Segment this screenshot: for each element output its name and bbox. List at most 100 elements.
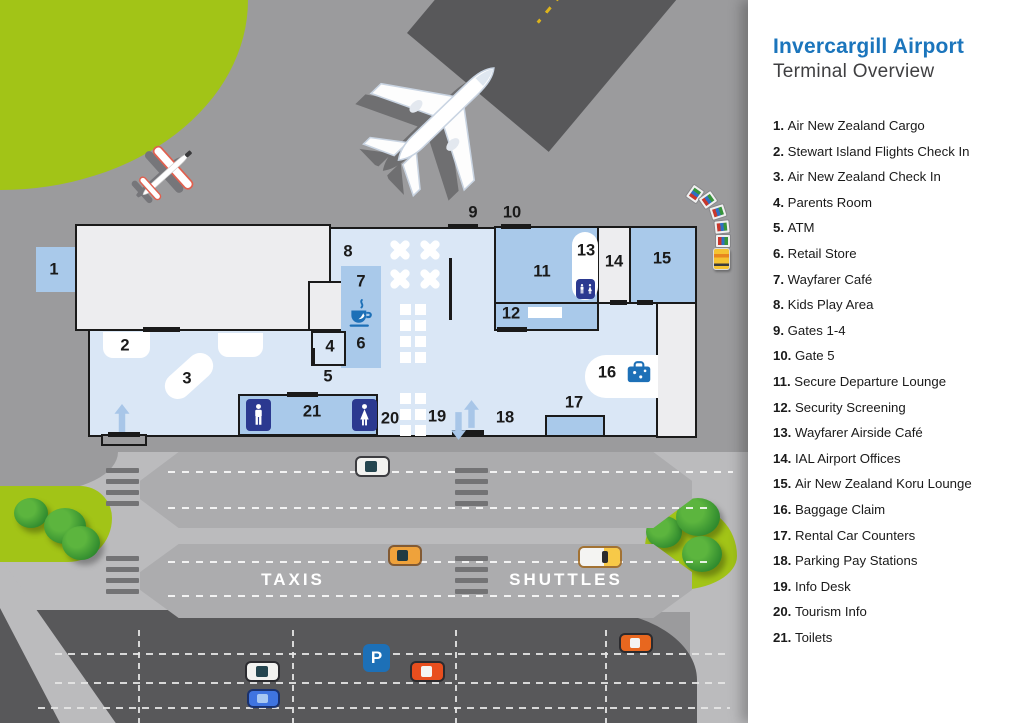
crosswalk-bar xyxy=(106,578,139,583)
legend-item-label: Wayfarer Airside Café xyxy=(795,425,923,441)
legend-item: 1. Air New Zealand Cargo xyxy=(773,113,1006,139)
seat xyxy=(400,425,411,436)
taxi-icon xyxy=(390,547,420,564)
airside-toilets-icon xyxy=(576,279,595,299)
baggage-tug-icon xyxy=(713,248,730,270)
legend-item-number: 16. xyxy=(773,501,795,517)
parking-divider xyxy=(605,630,607,723)
legend-item-label: Tourism Info xyxy=(795,604,867,620)
legend-item-number: 21. xyxy=(773,629,795,645)
legend-item-number: 14. xyxy=(773,450,795,466)
map-marker-3: 3 xyxy=(182,369,192,388)
legend-item: 13. Wayfarer Airside Café xyxy=(773,420,1006,446)
cargo-building-1 xyxy=(36,247,75,292)
parked-car-icon xyxy=(621,635,651,651)
legend-item-label: Wayfarer Café xyxy=(787,271,873,287)
door-mark xyxy=(610,300,627,305)
legend-item-label: Retail Store xyxy=(787,245,857,261)
rental-car-counter-17 xyxy=(545,415,605,437)
seat xyxy=(400,304,411,315)
legend-item: 17. Rental Car Counters xyxy=(773,523,1006,549)
checkin-desk xyxy=(218,333,263,357)
koru-lounge-15 xyxy=(629,226,697,304)
lane-line xyxy=(168,561,708,563)
legend-item: 21. Toilets xyxy=(773,625,1006,651)
seat xyxy=(400,336,411,347)
legend-item-label: Rental Car Counters xyxy=(795,527,916,543)
seat xyxy=(415,304,426,315)
back-of-house-step xyxy=(308,281,346,331)
seat xyxy=(400,352,411,363)
play-table-icon xyxy=(417,237,443,263)
door-mark xyxy=(143,327,180,332)
page-title: Invercargill Airport xyxy=(773,35,965,58)
legend-item: 20. Tourism Info xyxy=(773,599,1006,625)
crosswalk-bar xyxy=(455,589,488,594)
map-marker-19: 19 xyxy=(427,407,447,426)
legend-item-number: 12. xyxy=(773,399,795,415)
entrance-arrow-up-icon xyxy=(464,400,479,433)
crosswalk-bar xyxy=(106,556,139,561)
entrance-threshold-mark xyxy=(452,430,484,435)
crosswalk-bar xyxy=(455,468,488,473)
legend-item: 12. Security Screening xyxy=(773,395,1006,421)
seat xyxy=(415,409,426,420)
service-corridor xyxy=(656,302,697,438)
legend-item-label: Secure Departure Lounge xyxy=(794,373,947,389)
legend-item-label: Air New Zealand Cargo xyxy=(787,118,925,133)
map-marker-7: 7 xyxy=(356,272,366,291)
map-marker-4: 4 xyxy=(325,337,335,356)
legend-item: 3. Air New Zealand Check In xyxy=(773,164,1006,190)
entrance-arrow-down-icon xyxy=(451,407,466,440)
parked-car-icon xyxy=(412,663,443,680)
legend-item-label: Air New Zealand Koru Lounge xyxy=(795,476,972,492)
legend-item-label: Parking Pay Stations xyxy=(795,553,918,569)
map-marker-8: 8 xyxy=(343,242,353,261)
seat xyxy=(415,320,426,331)
crosswalk-bar xyxy=(455,479,488,484)
map-marker-14: 14 xyxy=(604,252,624,271)
runway-centerline xyxy=(536,0,737,24)
crosswalk-bar xyxy=(455,578,488,583)
legend-item-number: 4. xyxy=(773,194,788,210)
legend-panel: Invercargill Airport Terminal Overview 1… xyxy=(748,0,1024,723)
legend-item: 10. Gate 5 xyxy=(773,343,1006,369)
legend-item-number: 19. xyxy=(773,578,795,594)
legend-item-number: 6. xyxy=(773,245,788,261)
map-marker-21: 21 xyxy=(302,402,322,421)
legend-item: 4. Parents Room xyxy=(773,190,1006,216)
legend-item-number: 11. xyxy=(773,373,795,389)
seat xyxy=(415,393,426,404)
map-marker-9: 9 xyxy=(468,203,478,222)
play-table-icon xyxy=(387,237,413,263)
map-marker-6: 6 xyxy=(356,334,366,353)
legend-item-number: 10. xyxy=(773,348,795,364)
legend-item: 11. Secure Departure Lounge xyxy=(773,369,1006,395)
parking-divider xyxy=(138,630,140,723)
lane-line xyxy=(168,595,683,597)
legend-item: 16. Baggage Claim xyxy=(773,497,1006,523)
legend-item-label: Kids Play Area xyxy=(787,297,874,313)
seat xyxy=(400,393,411,404)
crosswalk-bar xyxy=(106,479,139,484)
play-table-icon xyxy=(387,266,413,292)
crosswalk-bar xyxy=(106,501,139,506)
legend-item-label: Stewart Island Flights Check In xyxy=(787,143,970,159)
bush-icon xyxy=(62,526,100,560)
lane-line xyxy=(168,471,733,473)
legend-item-number: 17. xyxy=(773,527,795,543)
legend-item: 6. Retail Store xyxy=(773,241,1006,267)
legend-item: 5. ATM xyxy=(773,215,1006,241)
parking-sign: P xyxy=(363,644,390,672)
screening-desk xyxy=(528,307,562,318)
legend-item-label: IAL Airport Offices xyxy=(795,450,901,466)
crosswalk-bar xyxy=(106,490,139,495)
legend-item: 19. Info Desk xyxy=(773,574,1006,600)
legend-item-number: 1. xyxy=(773,118,788,133)
crosswalk-bar xyxy=(455,567,488,572)
legend-item-number: 8. xyxy=(773,297,788,313)
shuttles-road-label: SHUTTLES xyxy=(509,570,623,589)
legend-item-label: Info Desk xyxy=(795,578,851,594)
legend-item-label: Security Screening xyxy=(795,399,906,415)
legend-item-label: Parents Room xyxy=(787,194,872,210)
